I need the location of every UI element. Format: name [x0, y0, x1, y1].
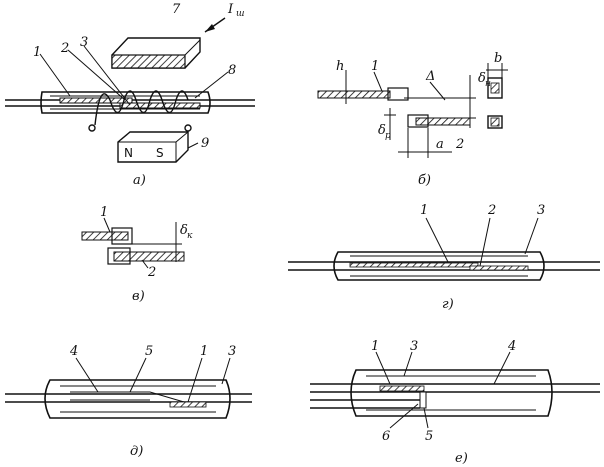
v-contact-2 — [113, 251, 185, 262]
label-e-4: 4 — [507, 339, 516, 354]
label-a-current: I — [227, 2, 234, 17]
label-b-delta: Δ — [425, 69, 435, 84]
caption-a: а) — [133, 173, 146, 188]
caption-d: д) — [130, 444, 143, 459]
label-v-delta-k: δ — [180, 223, 188, 238]
e-glass-bulb — [350, 369, 553, 417]
label-a-3: 3 — [80, 35, 88, 50]
label-a-7: 7 — [172, 2, 181, 17]
label-v-2: 2 — [147, 265, 156, 280]
panel-g: 1 2 3 г) — [288, 203, 600, 312]
label-b-1: 1 — [371, 59, 379, 74]
label-v-delta-k-sub: к — [187, 231, 193, 241]
label-e-5: 5 — [425, 429, 433, 444]
panel-v: 1 2 δ к в) — [81, 205, 193, 304]
caption-g: г) — [442, 297, 454, 312]
label-g-3: 3 — [537, 203, 545, 218]
caption-v: в) — [132, 289, 145, 304]
label-b-h: h — [336, 59, 344, 74]
v-contact-1 — [81, 231, 129, 241]
magnet-n-label: N — [124, 146, 133, 160]
d-glass-bulb — [44, 379, 231, 419]
magnet-s-label: S — [156, 146, 164, 160]
label-e-1: 1 — [371, 339, 379, 354]
caption-b: б) — [418, 173, 431, 188]
b-contact-1 — [317, 90, 391, 99]
label-d-1: 1 — [200, 344, 208, 359]
label-b-delta-n: δ — [478, 71, 486, 86]
magnet-9 — [117, 131, 189, 163]
panel-b: h 1 Δ δ н δ р a 2 b б) — [317, 51, 508, 188]
label-b-2: 2 — [455, 137, 464, 152]
g-glass-bulb — [333, 251, 545, 281]
label-d-5: 5 — [145, 344, 153, 359]
label-a-9: 9 — [201, 136, 209, 151]
label-g-1: 1 — [420, 203, 428, 218]
coil — [88, 90, 192, 132]
label-a-current-sub: ш — [236, 9, 245, 19]
b-contact-2 — [415, 117, 471, 126]
label-g-2: 2 — [487, 203, 496, 218]
label-d-3: 3 — [228, 344, 236, 359]
label-b-delta-p: δ — [378, 123, 386, 138]
label-e-3: 3 — [410, 339, 418, 354]
contact-2 — [119, 102, 201, 109]
label-a-2: 2 — [60, 41, 69, 56]
label-v-1: 1 — [100, 205, 108, 220]
panel-e: 1 3 4 6 5 е) — [310, 339, 600, 466]
caption-e: е) — [455, 451, 468, 466]
label-b-a: a — [436, 137, 444, 152]
glass-bulb — [40, 91, 211, 114]
label-e-6: 6 — [382, 429, 390, 444]
label-a-1: 1 — [33, 45, 41, 60]
contact-1 — [59, 97, 133, 104]
label-b-delta-n-sub: н — [485, 79, 491, 89]
panel-d: 4 5 1 3 д) — [5, 344, 252, 459]
label-d-4: 4 — [69, 344, 78, 359]
label-b-b: b — [494, 51, 502, 66]
label-a-8: 8 — [228, 63, 236, 78]
panel-a: N S 1 2 3 7 I ш 8 9 а) — [5, 2, 255, 188]
label-b-delta-p-sub: р — [385, 131, 391, 141]
